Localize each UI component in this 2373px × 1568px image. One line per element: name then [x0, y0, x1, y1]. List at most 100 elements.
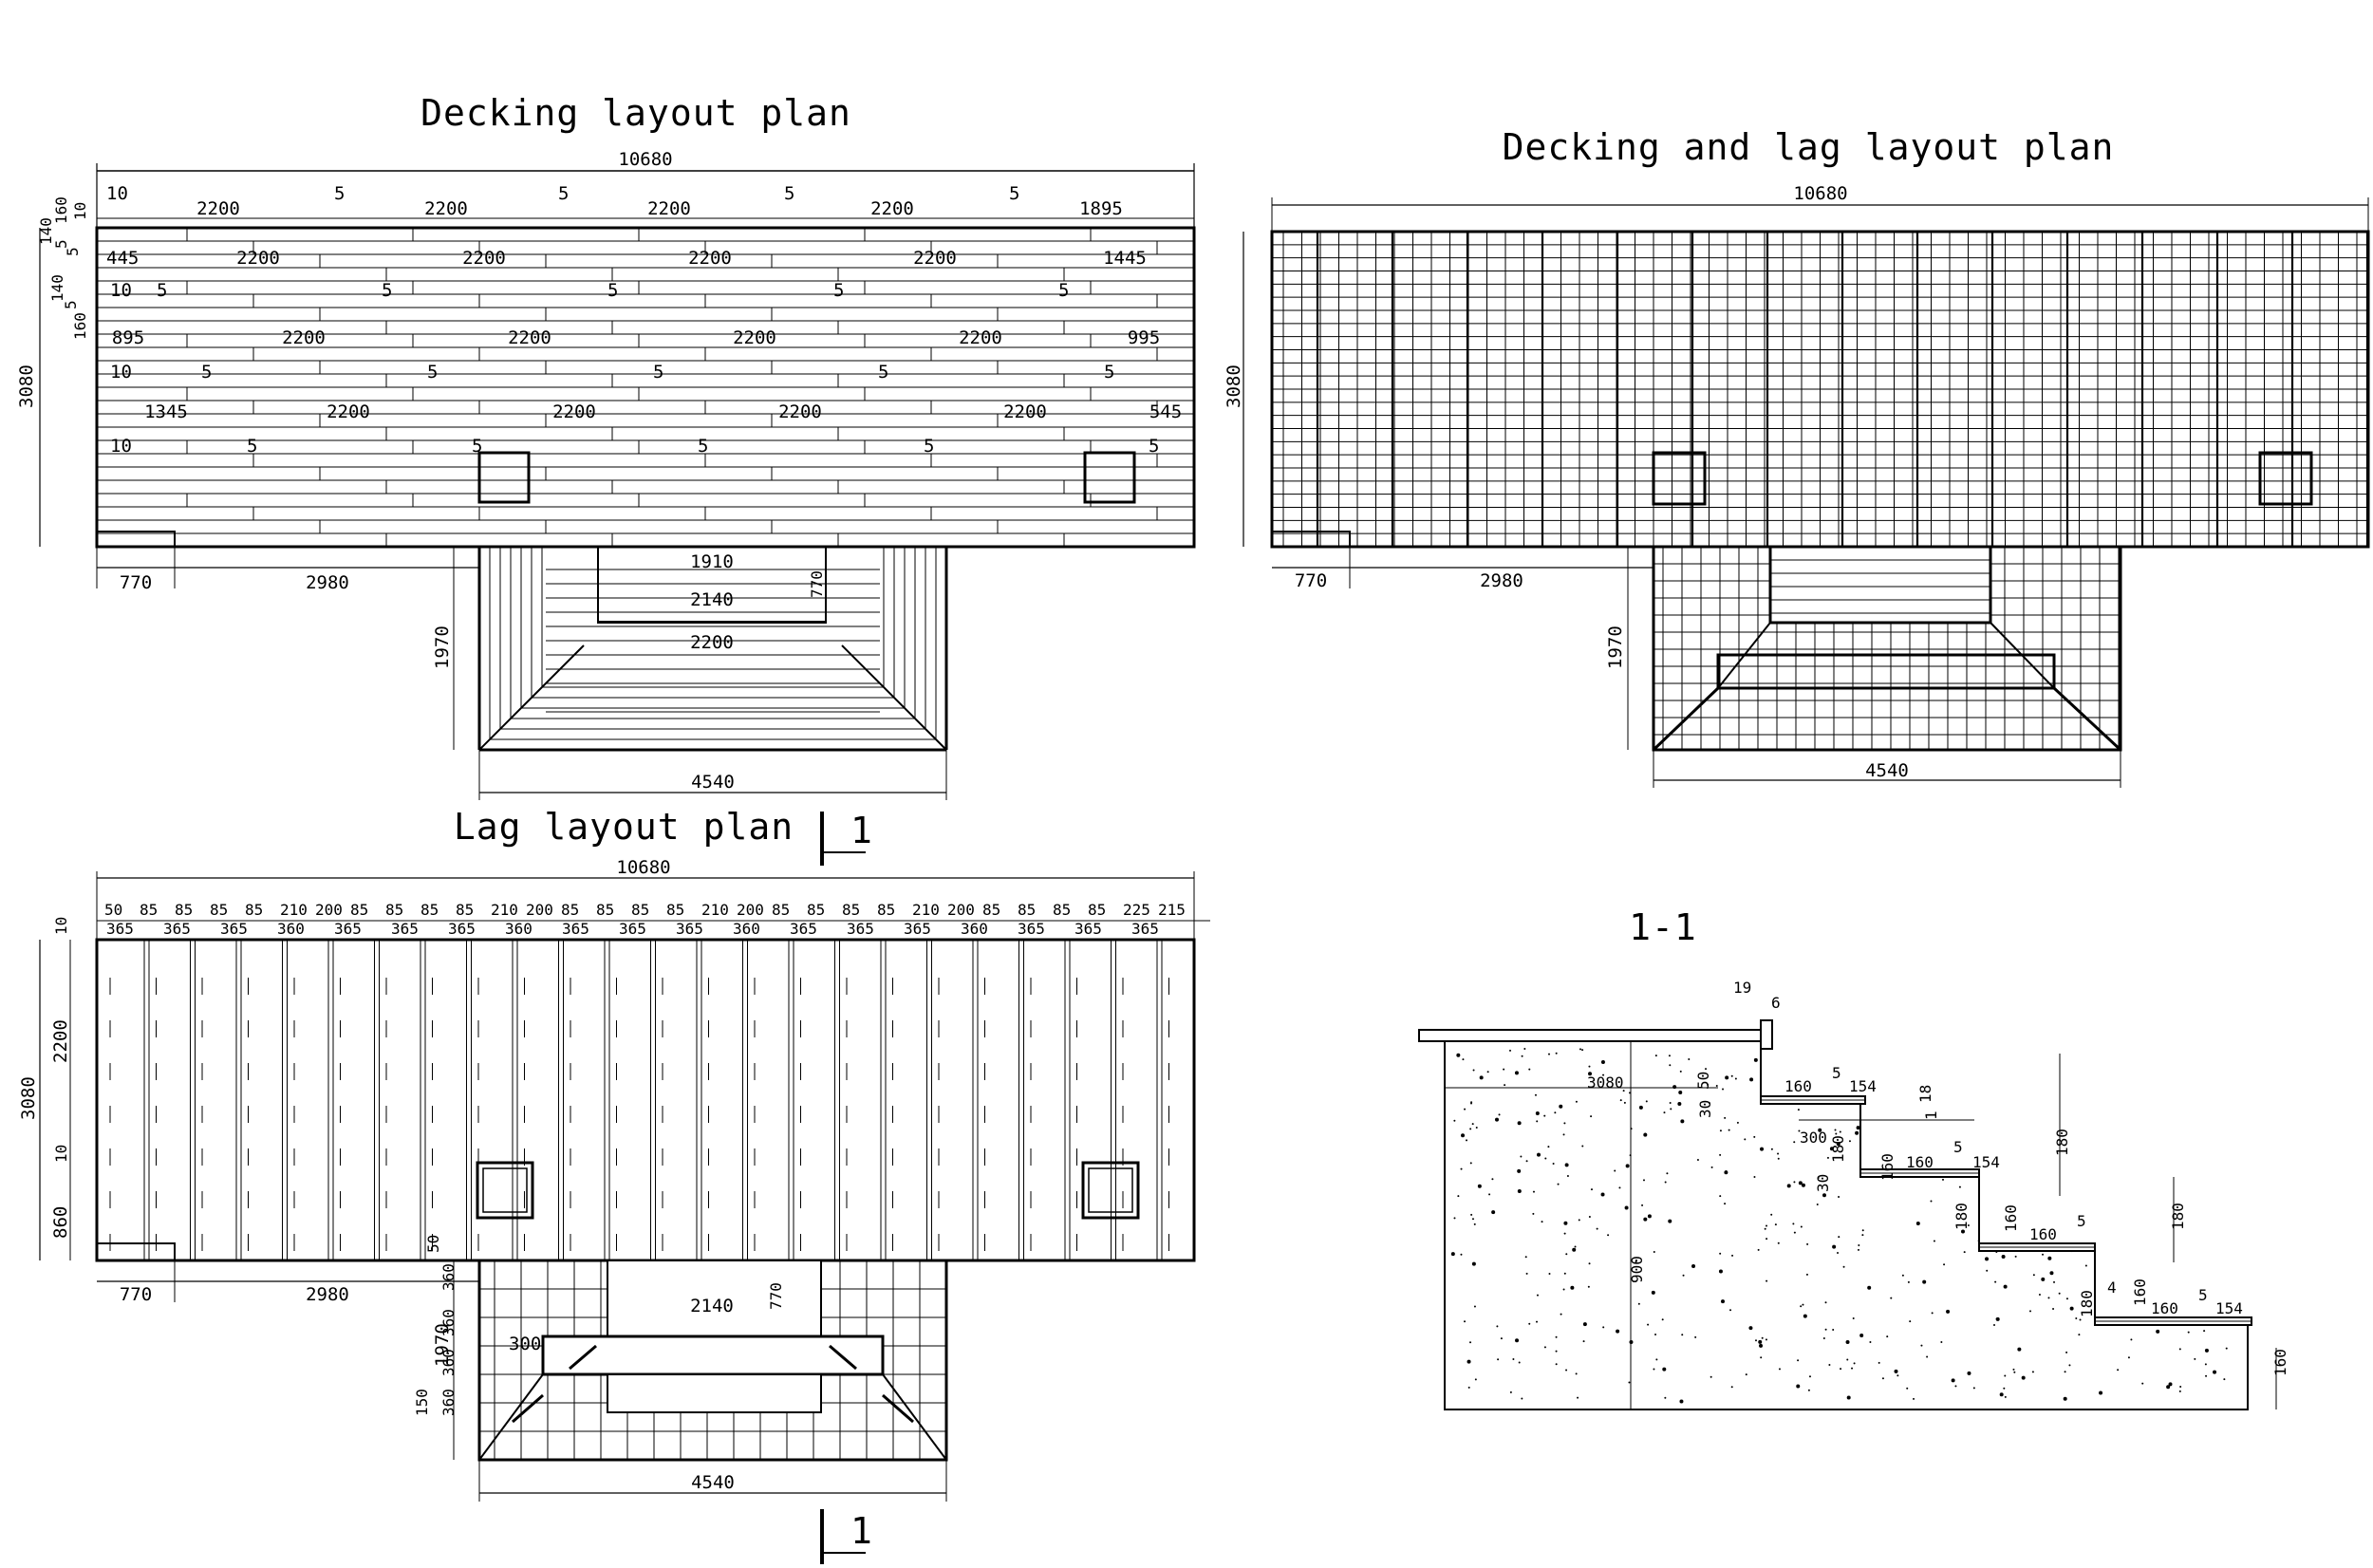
concrete-speckle	[1760, 1147, 1765, 1151]
concrete-speckle	[2205, 1374, 2208, 1377]
concrete-speckle	[2179, 1386, 2182, 1389]
concrete-speckle	[1734, 1077, 1737, 1080]
concrete-speckle	[1512, 1357, 1515, 1360]
concrete-speckle	[1641, 1204, 1644, 1206]
decking-dim: 2200	[688, 248, 732, 269]
concrete-speckle	[2063, 1396, 2067, 1401]
concrete-speckle	[1719, 1153, 1722, 1156]
concrete-speckle	[1563, 1232, 1566, 1235]
decking-dim: 2200	[778, 401, 822, 422]
concrete-speckle	[1600, 1059, 1605, 1064]
concrete-speckle	[1555, 1363, 1558, 1366]
combined-dim: 1970	[1605, 625, 1626, 669]
concrete-speckle	[1504, 1084, 1506, 1087]
concrete-speckle	[1913, 1397, 1915, 1400]
line-work	[478, 644, 585, 751]
concrete-speckle	[1517, 1189, 1522, 1194]
concrete-speckle	[1544, 1157, 1547, 1160]
lag-dim: 50	[424, 1235, 442, 1253]
concrete-speckle	[1670, 1108, 1672, 1111]
concrete-speckle	[1602, 1326, 1605, 1329]
concrete-speckle	[1579, 1048, 1581, 1051]
lag-dim: 4540	[691, 1472, 735, 1493]
concrete-speckle	[1588, 1072, 1593, 1076]
line-work	[1717, 622, 1771, 689]
concrete-speckle	[1805, 1273, 1808, 1276]
concrete-speckle	[1470, 1101, 1473, 1104]
decking-dim: 4540	[691, 772, 735, 793]
concrete-speckle	[1837, 1251, 1840, 1254]
lag-spacing-dim: 360	[961, 920, 988, 938]
decking-dim: 5	[1104, 362, 1114, 383]
concrete-speckle	[1582, 1322, 1587, 1327]
concrete-speckle	[1514, 1071, 1519, 1075]
section-dim: 30	[1814, 1174, 1832, 1192]
section-dim: 154	[1972, 1153, 2000, 1171]
concrete-speckle	[1992, 1323, 1995, 1326]
concrete-speckle	[1753, 1175, 1756, 1178]
concrete-speckle	[1525, 1272, 1528, 1275]
concrete-speckle	[1909, 1320, 1912, 1323]
concrete-speckle	[1760, 1356, 1763, 1359]
concrete-speckle	[1963, 1251, 1966, 1254]
decking-dim: 5	[558, 183, 569, 204]
concrete-speckle	[1664, 1181, 1667, 1184]
concrete-speckle	[1926, 1355, 1929, 1358]
concrete-speckle	[1536, 1120, 1539, 1123]
concrete-speckle	[1521, 1055, 1523, 1057]
concrete-speckle	[1680, 1119, 1685, 1124]
concrete-speckle	[1745, 1373, 1747, 1376]
concrete-speckle	[1694, 1335, 1697, 1338]
section-dim: 180	[1953, 1203, 1971, 1230]
concrete-speckle	[1828, 1363, 1831, 1366]
concrete-speckle	[1922, 1279, 1927, 1284]
concrete-speckle	[1931, 1312, 1934, 1315]
concrete-speckle	[1817, 1176, 1820, 1179]
concrete-speckle	[1524, 1256, 1527, 1259]
concrete-speckle	[1662, 1367, 1667, 1372]
concrete-speckle	[1766, 1279, 1768, 1282]
concrete-speckle	[1668, 1055, 1671, 1057]
concrete-speckle	[2075, 1316, 2078, 1319]
decking-dim: 2200	[508, 327, 551, 348]
decking-dim: 2140	[690, 589, 734, 610]
concrete-speckle	[1691, 1263, 1696, 1268]
concrete-speckle	[1753, 1135, 1756, 1138]
concrete-speckle	[1901, 1274, 1904, 1277]
decking-dim: 2200	[690, 632, 734, 653]
concrete-speckle	[1972, 1387, 1975, 1390]
concrete-speckle	[1582, 1340, 1585, 1343]
concrete-speckle	[1881, 1377, 1884, 1380]
lag-width-dim: 10680	[616, 857, 670, 878]
concrete-speckle	[1596, 1227, 1598, 1230]
concrete-speckle	[1663, 1111, 1666, 1114]
section-dim: 4	[2107, 1279, 2117, 1297]
section-dim: 50	[1694, 1072, 1712, 1090]
concrete-speckle	[2069, 1306, 2074, 1311]
lag-spacing-dim: 50	[104, 901, 122, 919]
decking-dim: 140	[37, 217, 55, 245]
concrete-speckle	[1744, 1138, 1747, 1141]
concrete-speckle	[1494, 1117, 1499, 1122]
concrete-speckle	[1758, 1339, 1763, 1344]
concrete-speckle	[1473, 1305, 1476, 1308]
concrete-speckle	[1623, 1101, 1626, 1104]
decking-dim: 140	[48, 274, 66, 302]
decking-dim: 2980	[306, 572, 349, 593]
concrete-speckle	[2084, 1264, 2087, 1267]
decking-plan: Decking layout plan 10680 10 2200 5 2200…	[16, 92, 1196, 866]
lag-spacing-dim: 200	[947, 901, 975, 919]
concrete-speckle	[1541, 1221, 1543, 1223]
section-dim: 5	[1832, 1064, 1841, 1082]
lag-spacing-dim: 365	[1018, 920, 1045, 938]
concrete-speckle	[1826, 1156, 1829, 1159]
concrete-speckle	[1547, 1146, 1550, 1148]
concrete-speckle	[1642, 1179, 1645, 1182]
concrete-speckle	[1946, 1309, 1951, 1314]
concrete-speckle	[1857, 1248, 1859, 1251]
concrete-speckle	[1930, 1200, 1933, 1203]
concrete-speckle	[2028, 1310, 2031, 1313]
concrete-speckle	[1618, 1186, 1621, 1189]
section-title: 1-1	[1629, 906, 1697, 948]
section-dim: 180	[2078, 1290, 2096, 1317]
